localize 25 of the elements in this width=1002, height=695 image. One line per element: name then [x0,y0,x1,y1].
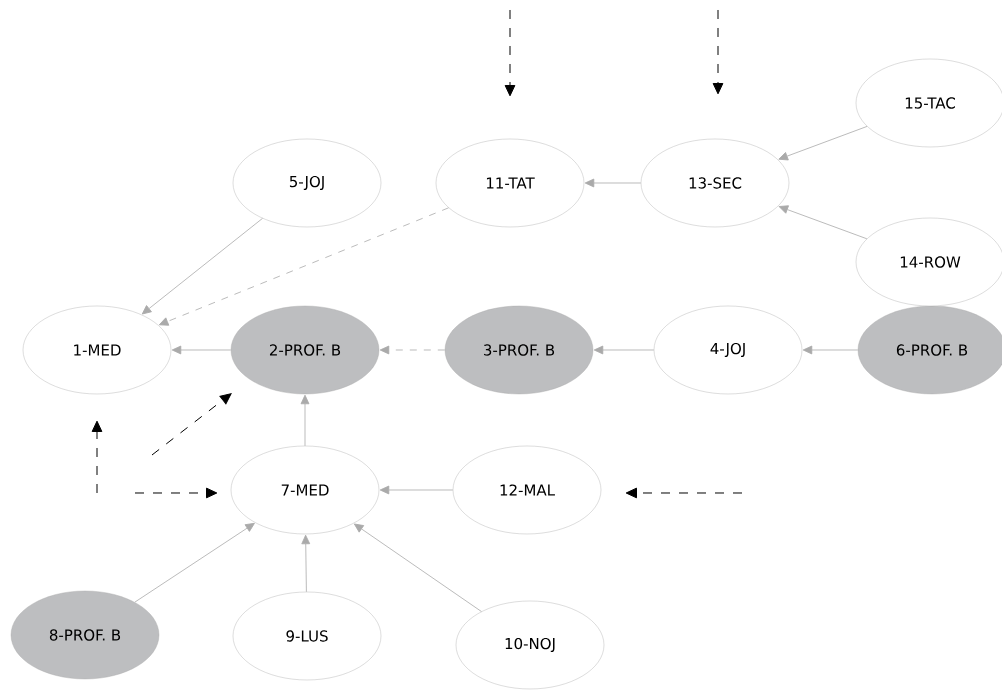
ellipse-node: 11-TAT [435,138,585,228]
ellipse-node: 14-ROW [855,217,1002,307]
ellipse-node: 12-MAL [452,445,602,535]
ellipse-node: 9-LUS [232,591,382,681]
ellipse-node: 5-JOJ [232,138,382,228]
arrow [171,345,232,355]
arrow [141,217,263,315]
arrow [353,523,482,612]
arrow [584,178,642,188]
arrow [301,534,311,593]
arrow [300,394,310,447]
arrow [593,345,655,355]
ellipse-node: 10-NOJ [455,600,605,690]
ellipse-node: 1-MED [22,305,172,395]
arrow [379,345,446,355]
node-label: 14-ROW [900,256,961,268]
ellipse-node: 13-SEC [640,138,790,228]
ellipse-node: 7-MED [230,445,380,535]
arrow [802,345,859,355]
arrow [134,522,255,603]
ellipse-node: 4-JOJ [653,305,803,395]
arrow [778,126,868,161]
arrow [778,205,868,240]
arrow [158,207,449,326]
arrow [379,485,454,495]
